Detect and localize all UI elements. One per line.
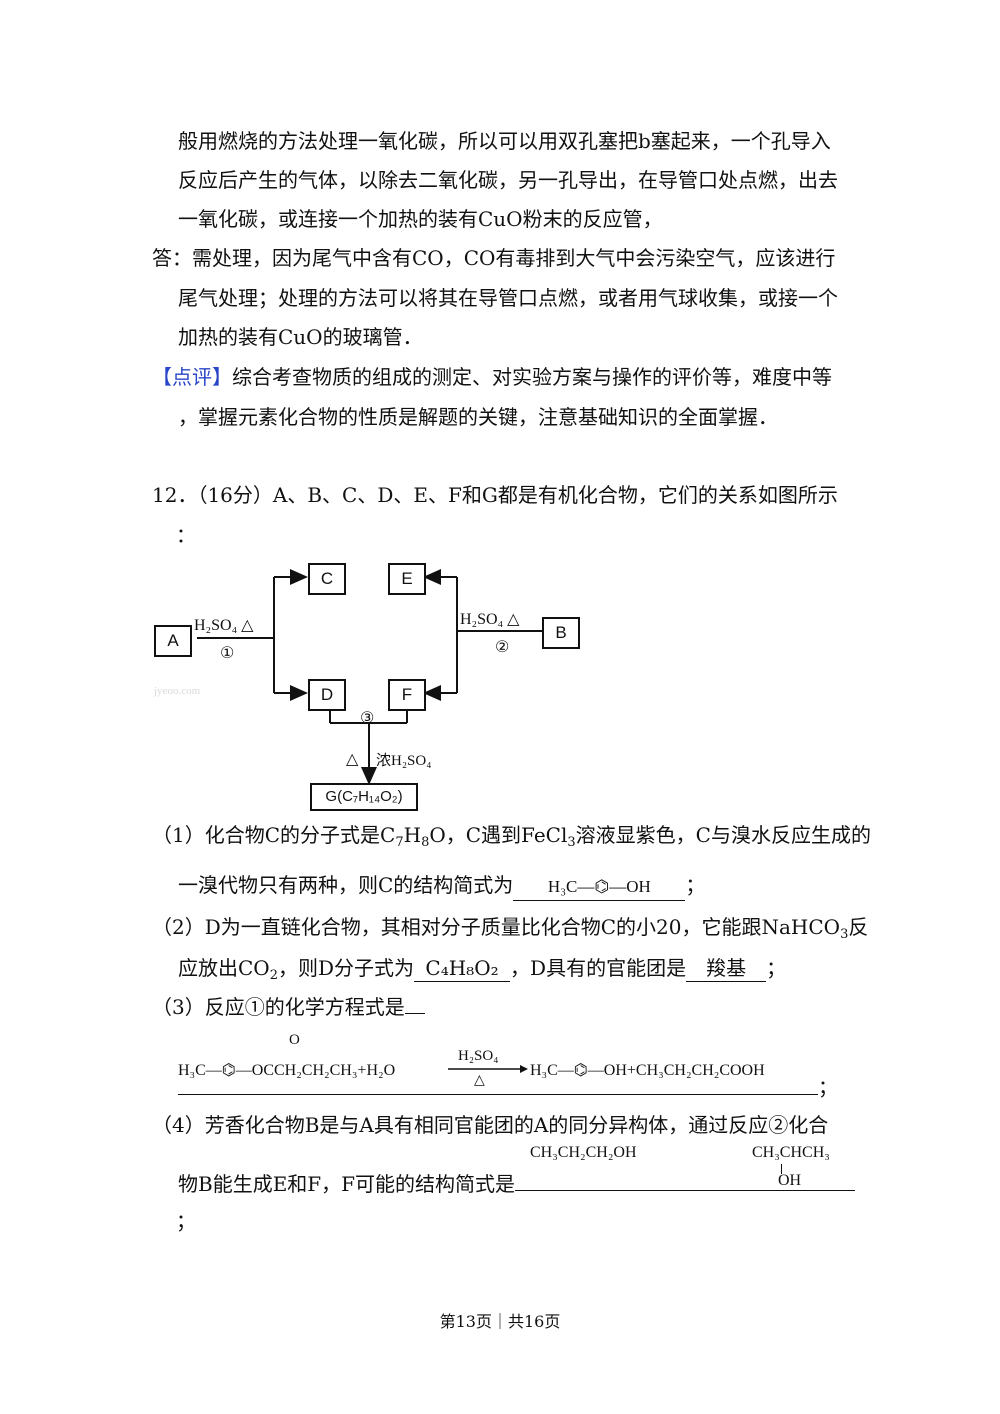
compound-c-box: C — [308, 563, 346, 595]
q4-text: 物B能生成E和F，F可能的结构简式是 — [178, 1172, 516, 1196]
equation-right: H₃C—⌬—OH+CH₃CH₂CH₂COOH — [530, 1062, 765, 1079]
step-label-3: ③ — [360, 710, 375, 727]
q2-group-answer: 羧基 — [686, 955, 767, 982]
answer-line: 加热的装有CuO的玻璃管． — [178, 325, 423, 349]
compound-f-box: F — [388, 679, 426, 711]
reaction-diagram: A C E D F B G(C₇H₁₄O₂) H₂SO₄ △ ① H₂SO₄ △… — [150, 555, 580, 815]
q4-line-2: 物B能生成E和F，F可能的结构简式是 — [178, 1168, 856, 1197]
q1-text: 一溴代物只有两种，则C的结构简式为 — [178, 873, 514, 897]
heat-label: △ — [346, 751, 359, 768]
subscript: 3 — [840, 927, 849, 942]
q2-line-1: （2）D为一直链化合物，其相对分子质量比化合物C的小20，它能跟NaHCO3反 — [152, 914, 869, 942]
equation-heat: △ — [474, 1073, 485, 1088]
compound-d-box: D — [308, 679, 346, 711]
step-label-2: ② — [495, 639, 510, 656]
q2-text: （2）D为一直链化合物，其相对分子质量比化合物C的小20，它能跟NaHCO — [152, 915, 841, 939]
comment-line: 【点评】综合考查物质的组成的测定、对实验方案与操作的评价等，难度中等 — [152, 364, 832, 390]
q4-line-1: （4）芳香化合物B是与A具有相同官能团的A的同分异构体，通过反应②化合 — [152, 1113, 829, 1137]
comment-text: 综合考查物质的组成的测定、对实验方案与操作的评价等，难度中等 — [232, 365, 832, 389]
q2-text: 反 — [848, 915, 869, 939]
conc-acid-label: 浓H₂SO₄ — [376, 753, 432, 769]
answer-line: 尾气处理；处理的方法可以将其在导管口点燃，或者用气球收集，或接一个 — [178, 286, 838, 310]
page-footer: 第13页｜共16页 — [439, 1312, 561, 1331]
equation-arrow — [448, 1065, 528, 1073]
subscript: 7 — [395, 835, 404, 850]
q1-line-1: （1）化合物C的分子式是C7H8O，C遇到FeCl3溶液显紫色，C与溴水反应生成… — [152, 822, 871, 850]
q2-end: ； — [766, 956, 787, 980]
bond-line — [781, 1164, 782, 1174]
q1-text: O，C遇到FeCl — [429, 823, 568, 847]
comment-line: ，掌握元素化合物的性质是解题的关键，注意基础知识的全面掌握． — [178, 405, 778, 429]
step-label-1: ① — [220, 645, 235, 662]
q3-blank — [404, 1013, 425, 1014]
answer-line: 答：需处理，因为尾气中含有CO，CO有毒排到大气中会污染空气，应该进行 — [152, 246, 836, 270]
question-colon: ： — [176, 523, 196, 547]
q2-formula-answer: C₄H₈O₂ — [414, 955, 511, 982]
q3-line-1: （3）反应①的化学方程式是 — [152, 994, 425, 1020]
reagent-label-1: H₂SO₄ △ — [194, 617, 254, 634]
equation-condition: H₂SO₄ — [458, 1048, 499, 1064]
q3-end: ； — [818, 1075, 838, 1099]
text-line: 般用燃烧的方法处理一氧化碳，所以可以用双孔塞把b塞起来，一个孔导入 — [178, 129, 831, 153]
equation-left: H₃C—⌬—OCCH₂CH₂CH₃+H₂O — [178, 1062, 396, 1079]
q1-text: （1）化合物C的分子式是C — [152, 823, 396, 847]
q4-answer-2-top: CH₃CHCH₃ — [752, 1144, 830, 1161]
q1-end: ； — [685, 873, 706, 897]
q2-text: 应放出CO — [178, 956, 270, 980]
carbonyl-o: O — [289, 1032, 300, 1048]
q2-text: ，D具有的官能团是 — [510, 956, 687, 980]
q2-text: ，则D分子式为 — [277, 956, 415, 980]
text-line: 反应后产生的气体，以除去二氧化碳，另一孔导出，在导管口处点燃，出去 — [178, 168, 838, 192]
q1-text: H — [403, 823, 422, 847]
text-line: 一氧化碳，或连接一个加热的装有CuO粉末的反应管， — [178, 207, 663, 231]
q4-answer-blank — [515, 1168, 856, 1191]
q4-answer-1: CH₃CH₂CH₂OH — [530, 1144, 637, 1161]
subscript: 2 — [269, 968, 278, 983]
q3-text: （3）反应①的化学方程式是 — [152, 995, 405, 1019]
q3-equation: O H₃C—⌬—OCCH₂CH₂CH₃+H₂O H₂SO₄ △ H₃C—⌬—OH… — [178, 1032, 818, 1095]
question-header: 12．（16分）A、B、C、D、E、F和G都是有机化合物，它们的关系如图所示 — [152, 483, 838, 507]
q4-answer-2-bottom: OH — [778, 1172, 802, 1189]
compound-a-box: A — [154, 625, 192, 657]
q4-end: ； — [176, 1209, 196, 1233]
diagram-lines — [197, 569, 542, 785]
subscript: 3 — [567, 835, 576, 850]
reagent-label-2: H₂SO₄ △ — [460, 611, 520, 628]
compound-b-box: B — [542, 617, 580, 649]
compound-e-box: E — [388, 563, 426, 595]
watermark: jyeoo.com — [154, 685, 201, 697]
compound-g-box: G(C₇H₁₄O₂) — [310, 783, 418, 811]
q1-answer-structure: H₃C—⌬—OH — [513, 874, 686, 901]
subscript: 8 — [421, 835, 430, 850]
q1-text: 溶液显紫色，C与溴水反应生成的 — [575, 823, 871, 847]
comment-tag: 【点评】 — [152, 365, 232, 389]
